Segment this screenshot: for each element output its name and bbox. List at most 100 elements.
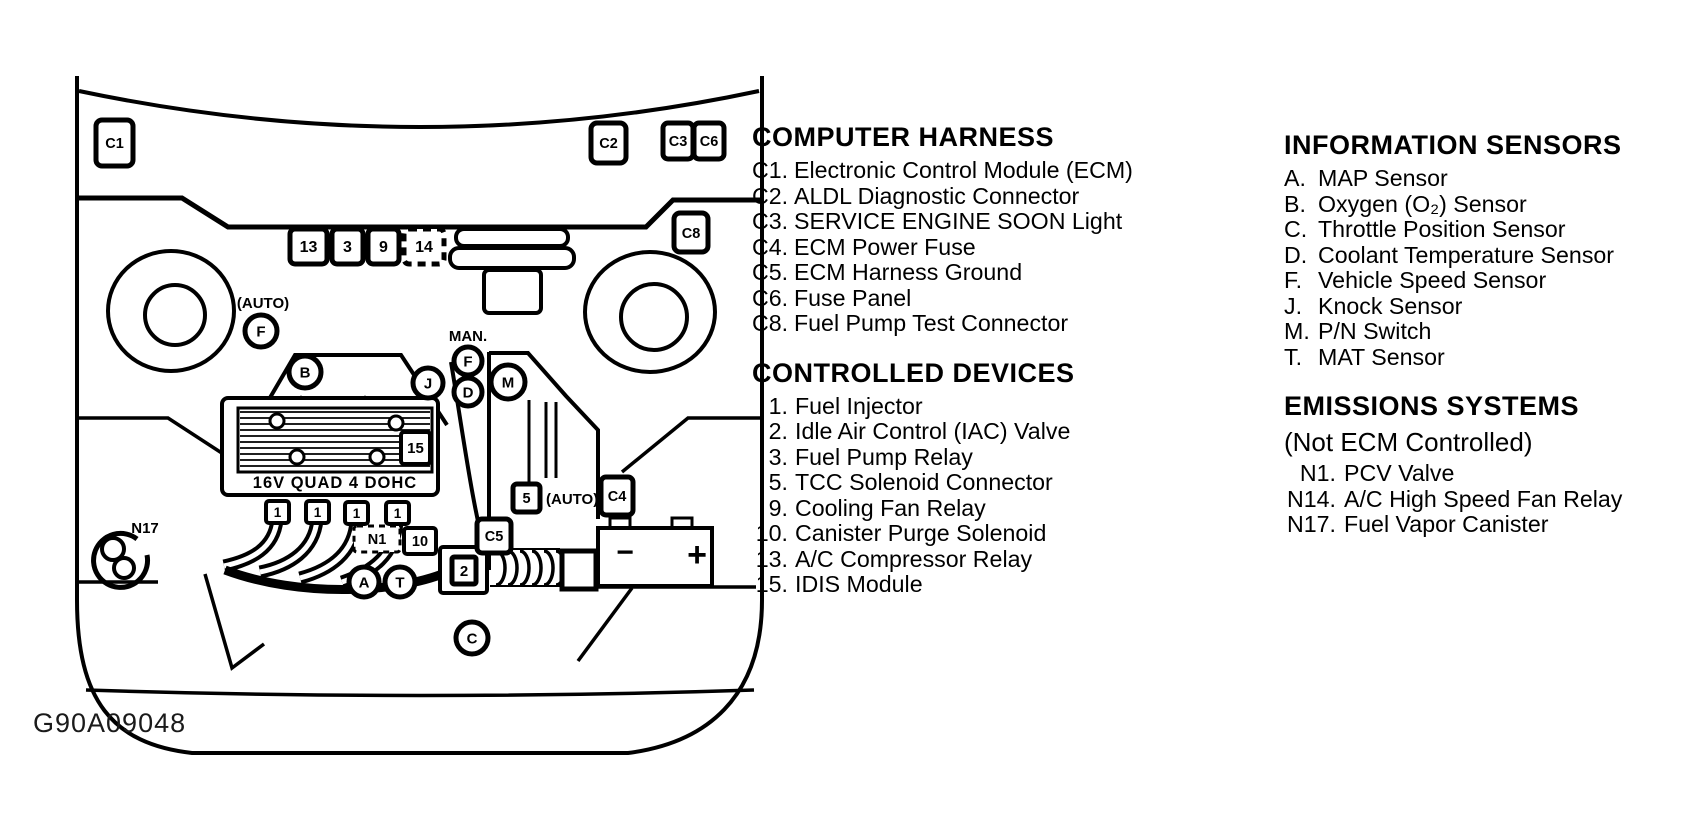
cooling-fan-relay-box <box>365 226 402 267</box>
iac-label: 2 <box>460 563 468 580</box>
bumper-line <box>85 688 755 698</box>
air-cleaner-body <box>448 246 576 270</box>
right-strut-tower-inner <box>619 282 689 352</box>
legend-item-number: B. <box>1284 190 1306 217</box>
fuse-panel-box <box>691 120 727 162</box>
fuel-vapor-canister: N17 <box>91 520 159 590</box>
legend-item-text: Fuel Pump Test Connector <box>794 310 1069 336</box>
legend-item: C4.ECM Power Fuse <box>752 234 1272 261</box>
ecm-box <box>93 117 136 169</box>
air-cleaner-lid <box>454 227 570 248</box>
canister-port <box>100 536 126 562</box>
valve-cover-text: 16V QUAD 4 DOHC <box>253 474 417 492</box>
valve-cover-bolt <box>387 414 405 432</box>
iac-valve: 2 <box>438 545 489 595</box>
left-strut-tower-outer <box>106 249 236 373</box>
c5-label: C5 <box>485 529 504 545</box>
canister-n17-label: N17 <box>131 520 159 537</box>
legend-item: C8.Fuel Pump Test Connector <box>752 310 1272 337</box>
legend-item-number: C5. <box>752 259 789 285</box>
figure-id-caption: G90A09048 <box>33 708 187 738</box>
legend-item: C6.Fuse Panel <box>752 284 1272 312</box>
legend-item-text: MAT Sensor <box>1318 343 1445 370</box>
battery-minus-label: − <box>616 536 634 569</box>
ecm-power-fuse-box <box>598 474 636 518</box>
a-label: A <box>359 575 370 592</box>
battery-case <box>596 526 714 588</box>
ac-compressor-relay-box <box>287 226 330 267</box>
legend-item-number: 10. <box>755 520 788 546</box>
legend-item-number: T. <box>1284 343 1303 370</box>
aldl-box <box>588 120 629 166</box>
legend-item-text: Vehicle Speed Sensor <box>1318 267 1547 293</box>
legend-column-right: INFORMATION SENSORS A.MAP Sensor B.Oxyge… <box>1284 130 1704 559</box>
legend-item-number: 5. <box>768 469 788 495</box>
injector-box <box>304 499 331 525</box>
injector-label: 1 <box>394 506 402 521</box>
injector-box <box>343 500 370 526</box>
legend-item-number: C3. <box>752 208 789 234</box>
legend-item-text: Coolant Temperature Sensor <box>1318 241 1615 268</box>
pcv-valve-label: N1 <box>368 532 387 548</box>
legend-item-number: N1. <box>1299 460 1336 486</box>
relay-label-9: 9 <box>379 239 388 256</box>
valve-cover: 16V QUAD 4 DOHC 15 <box>220 396 440 497</box>
idis-module-box <box>399 430 432 466</box>
legend-item-number: 3. <box>768 443 788 470</box>
legend-item-text: A/C High Speed Fan Relay <box>1344 485 1623 512</box>
body-outline <box>75 76 764 755</box>
legend-item: C3.SERVICE ENGINE SOON Light <box>752 208 1272 235</box>
injector-label: 1 <box>274 505 282 520</box>
hose-ribs <box>495 549 567 587</box>
legend-item-number: C8. <box>752 310 789 336</box>
b-label: B <box>300 365 311 382</box>
section-controlled-devices: CONTROLLED DEVICES 1.Fuel Injector 2.Idl… <box>752 358 1272 598</box>
legend-item: 2.Idle Air Control (IAC) Valve <box>752 418 1272 445</box>
canister-purge-box <box>402 526 438 556</box>
legend-item-text: Knock Sensor <box>1318 292 1463 319</box>
knock-sensor-circle <box>410 365 446 401</box>
legend-item: 15.IDIS Module <box>752 571 1272 598</box>
c-label: C <box>467 631 478 648</box>
right-strut-tower-outer <box>583 250 717 374</box>
legend-item: T. MAT Sensor <box>1284 343 1704 371</box>
m-label: M <box>502 375 515 392</box>
pcv-valve-box <box>352 524 402 554</box>
legend-item-number: C6. <box>752 284 789 311</box>
coolant-sensor-circle <box>451 375 485 409</box>
c6-label: C6 <box>700 134 719 150</box>
tps-circle <box>453 619 491 657</box>
vss-auto-circle <box>242 312 280 350</box>
sensor-callouts: F B J F D M A T C (AUTO) MAN. <box>237 295 528 657</box>
legend-item: 3. Fuel Pump Relay <box>752 443 1272 471</box>
auto-left-label: (AUTO) <box>237 295 289 312</box>
oxygen-sensor-circle <box>286 353 324 391</box>
section-title: INFORMATION SENSORS <box>1284 130 1622 160</box>
wire-collector-band <box>223 565 454 594</box>
left-strut-tower <box>106 249 236 373</box>
j-label: J <box>424 376 432 393</box>
tcc5-label: 5 <box>522 491 530 507</box>
legend-item: F.Vehicle Speed Sensor <box>1284 267 1704 294</box>
high-speed-fan-relay-box <box>401 226 447 267</box>
legend-item-text: Fuse Panel <box>794 284 912 311</box>
fuel-injectors: 1 1 1 1 <box>264 499 411 526</box>
windshield-curve <box>78 89 760 129</box>
ecm-ground-box <box>474 516 514 556</box>
mat-sensor-circle <box>382 564 418 600</box>
legend-item-text: Fuel Pump Relay <box>795 443 973 470</box>
battery: − + <box>596 516 714 588</box>
legend-item-text: SERVICE ENGINE SOON Light <box>794 208 1123 234</box>
section-title: EMISSIONS SYSTEMS <box>1284 391 1580 421</box>
man-label: MAN. <box>449 328 487 345</box>
valve-cover-bolt <box>288 448 306 466</box>
section-title: COMPUTER HARNESS <box>752 122 1055 152</box>
legend-item-text: ALDL Diagnostic Connector <box>794 182 1080 209</box>
legend-item: 13.A/C Compressor Relay <box>752 546 1272 573</box>
c1-label: C1 <box>105 136 124 152</box>
legend-item-text: P/N Switch <box>1318 318 1432 344</box>
legend-item-number: C. <box>1284 216 1308 242</box>
legend-item-text: Oxygen (O₂) Sensor <box>1318 190 1527 217</box>
legend-item-text: Fuel Injector <box>795 392 923 419</box>
legend-item-text: Cooling Fan Relay <box>795 494 986 521</box>
